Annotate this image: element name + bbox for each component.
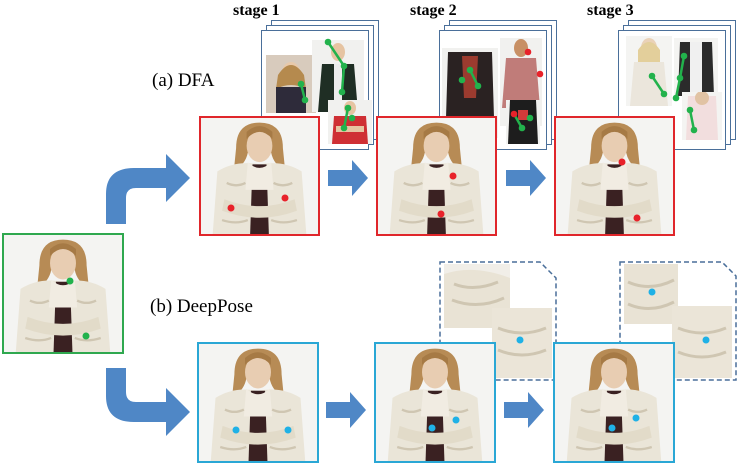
deeppose-stage-1-image [197,342,319,463]
deeppose-crop [492,308,552,378]
deeppose-row-label: (b) DeepPose [150,296,253,317]
dfa-stage-3-image [554,116,675,236]
arrow-deeppose-1 [326,392,366,428]
deeppose-stage-2-image [374,342,496,463]
arrow-dfa-1 [328,160,368,196]
deeppose-crop [672,306,732,378]
curved-arrow-down [106,368,190,436]
stage-3-label: stage 3 [587,2,634,19]
deeppose-stage-3-image [553,342,675,463]
curved-arrow-up [106,154,190,224]
stage-2-label: stage 2 [410,2,457,19]
arrow-dfa-2 [506,160,546,196]
arrow-deeppose-2 [504,392,544,428]
exemplar-photo [506,100,540,144]
dfa-stage-2-image [376,116,497,236]
stage-1-label: stage 1 [233,2,280,19]
input-image [2,233,124,354]
dfa-stage-1-image [199,116,320,236]
exemplar-photo [626,36,672,106]
dfa-row-label: (a) DFA [152,70,215,91]
